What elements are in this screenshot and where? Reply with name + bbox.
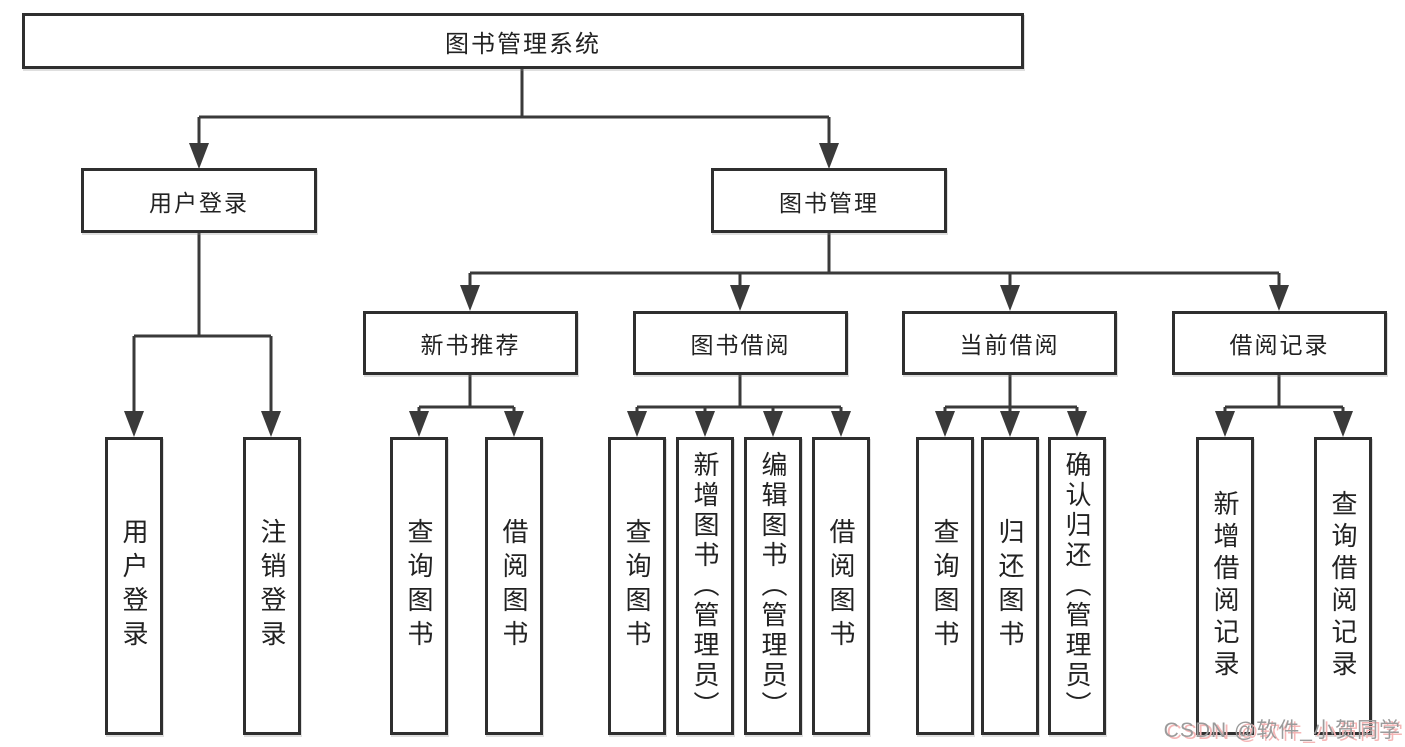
node-label: 图书借阅	[690, 332, 791, 358]
node-borrowing-records: 借阅记录	[1172, 311, 1387, 375]
leaf-label: 查询借阅记录	[1328, 490, 1358, 682]
node-user-login: 用户登录	[81, 168, 317, 233]
node-label: 图书管理	[779, 189, 879, 216]
leaf-borrow-books-borrowing: 借阅图书	[812, 437, 870, 735]
leaf-borrow-books-recommend: 借阅图书	[485, 437, 543, 735]
leaf-label: 查询图书	[930, 518, 960, 654]
leaf-add-borrow-record: 新增借阅记录	[1196, 437, 1254, 735]
leaf-label: 用户登录	[119, 518, 149, 654]
leaf-query-books-recommend: 查询图书	[390, 437, 448, 735]
node-label: 借阅记录	[1229, 332, 1330, 358]
watermark: CSDN @软件_小贺同学	[1163, 719, 1401, 742]
leaf-label: 新增图书（管理员）	[690, 451, 720, 721]
leaf-label: 借阅图书	[499, 518, 529, 654]
node-book-management: 图书管理	[711, 168, 947, 233]
node-label: 图书管理系统	[445, 30, 601, 58]
leaf-label: 归还图书	[995, 518, 1025, 654]
node-label: 新书推荐	[420, 332, 521, 358]
arrowheads	[124, 143, 1353, 437]
leaf-user-login: 用户登录	[105, 437, 163, 735]
leaf-label: 编辑图书（管理员）	[758, 451, 788, 721]
node-label: 用户登录	[149, 189, 249, 216]
node-new-book-recommend: 新书推荐	[363, 311, 578, 375]
leaf-query-borrow-record: 查询借阅记录	[1314, 437, 1372, 735]
leaf-query-books-current: 查询图书	[916, 437, 974, 735]
leaf-label: 确认归还（管理员）	[1062, 451, 1092, 721]
leaf-return-books: 归还图书	[981, 437, 1039, 735]
leaf-label: 借阅图书	[826, 518, 856, 654]
leaf-label: 查询图书	[404, 518, 434, 654]
leaf-label: 查询图书	[622, 518, 652, 654]
leaf-query-books-borrowing: 查询图书	[608, 437, 666, 735]
leaf-add-books-admin: 新增图书（管理员）	[676, 437, 734, 735]
leaf-confirm-return-admin: 确认归还（管理员）	[1048, 437, 1106, 735]
node-current-borrowing: 当前借阅	[902, 311, 1117, 375]
node-label: 当前借阅	[959, 332, 1060, 358]
leaf-label: 新增借阅记录	[1210, 490, 1240, 682]
leaf-logout: 注销登录	[243, 437, 301, 735]
node-book-management-system: 图书管理系统	[22, 13, 1024, 69]
leaf-edit-books-admin: 编辑图书（管理员）	[744, 437, 802, 735]
leaf-label: 注销登录	[257, 518, 287, 654]
node-book-borrowing: 图书借阅	[633, 311, 848, 375]
